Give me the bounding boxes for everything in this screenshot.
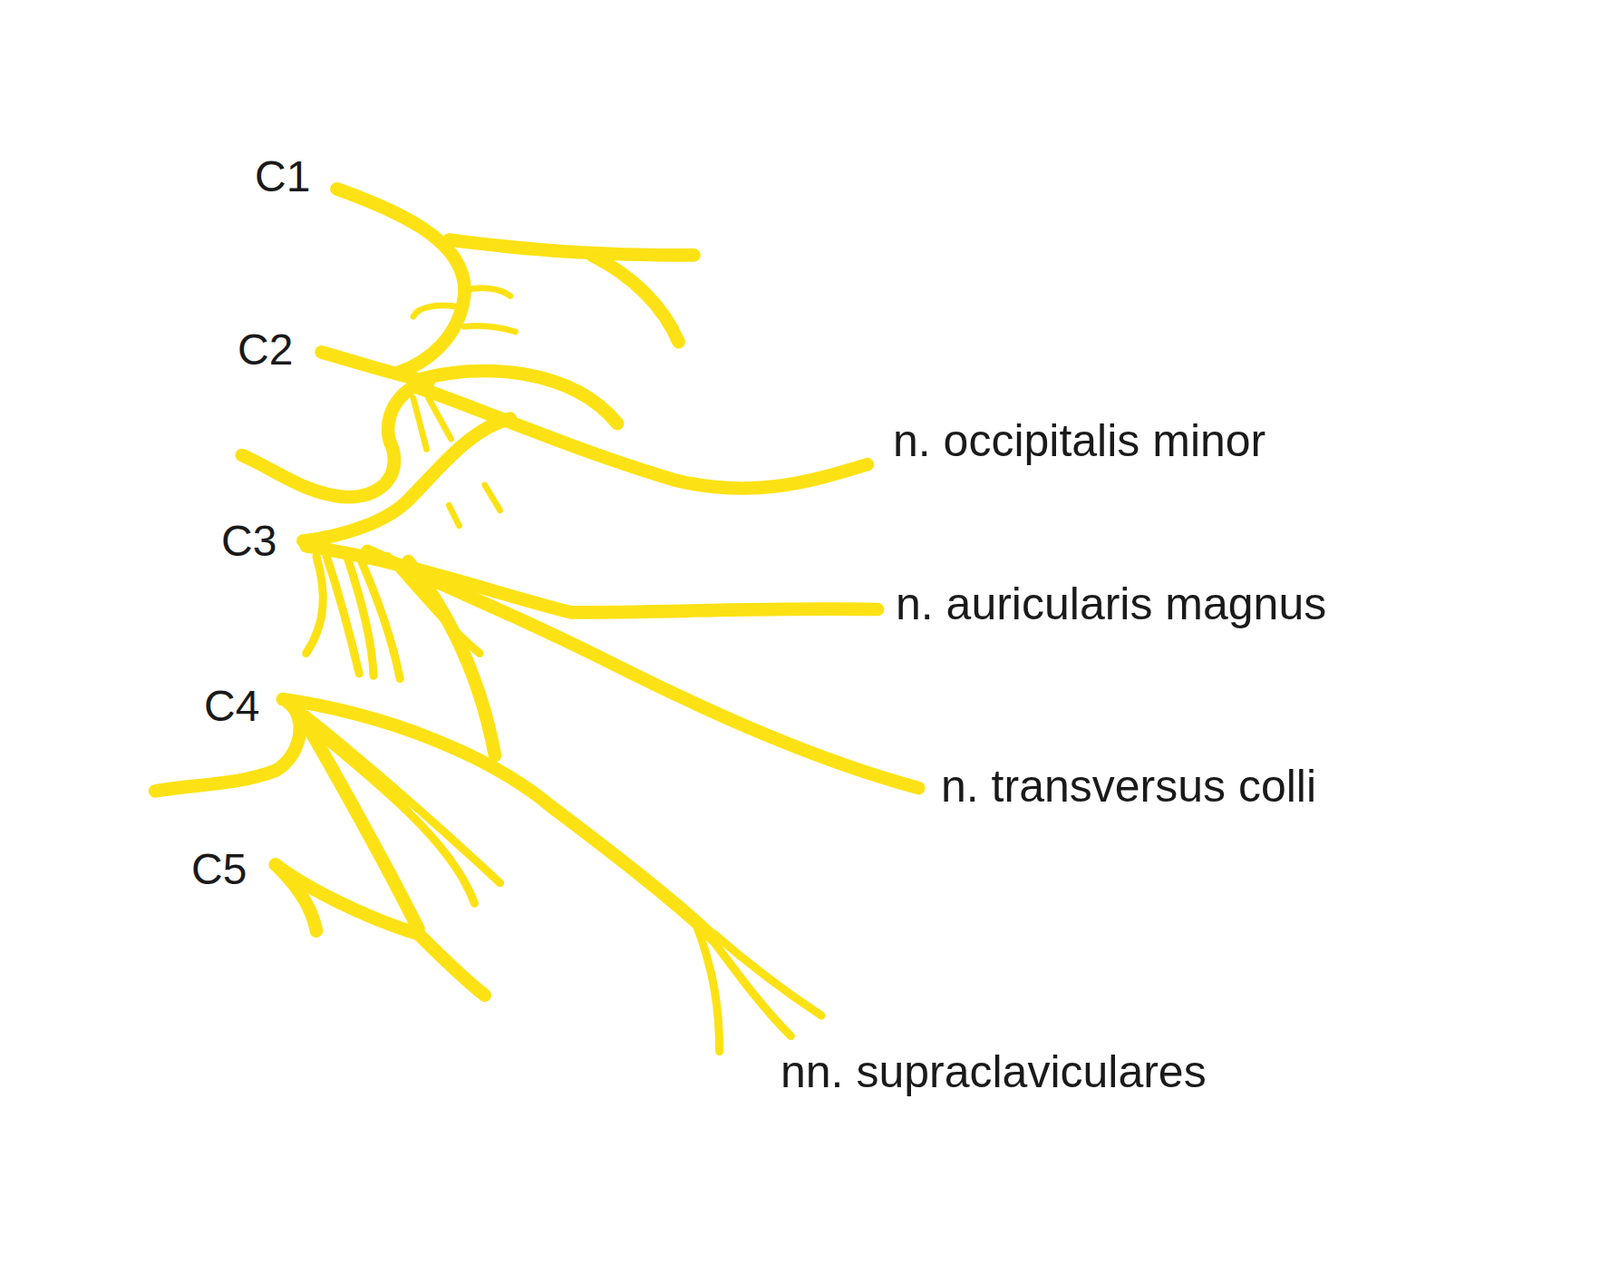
nerve-trunks [155,188,919,995]
nerve-label: n. occipitalis minor [892,416,1266,466]
nerve-label: n. transversus colli [940,761,1317,812]
segment-label: C2 [237,326,293,375]
segment-label: C5 [191,845,247,894]
segment-label: C3 [221,517,277,566]
nerve-twigs [413,288,516,526]
segment-label: C4 [203,682,260,731]
nerve-branches [295,556,822,1052]
segment-label: C1 [254,153,311,202]
nerve-label: nn. supraclaviculares [780,1047,1207,1097]
nerve-label: n. auricularis magnus [895,579,1327,630]
